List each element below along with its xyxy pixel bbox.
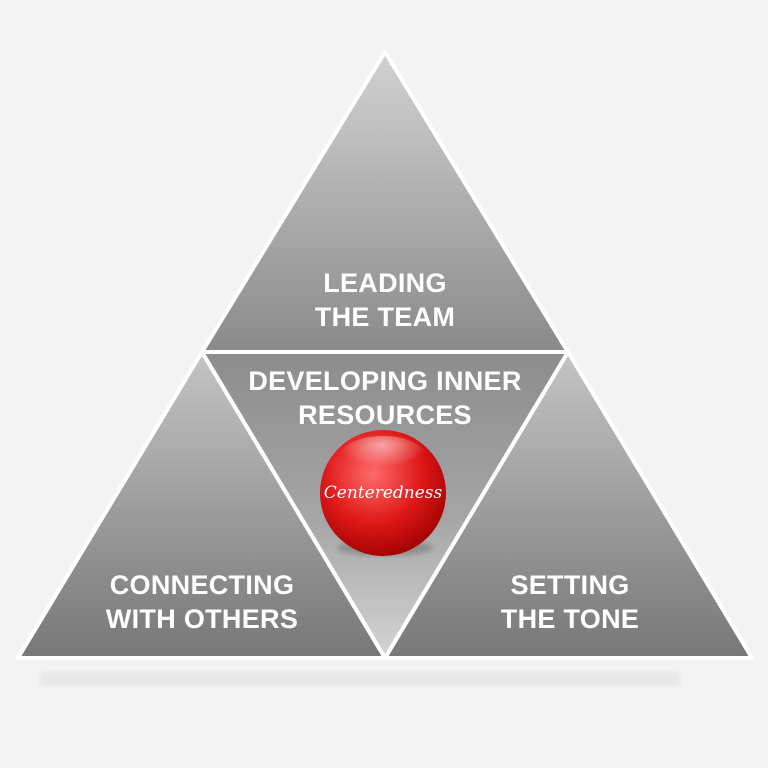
center-section-line1: DEVELOPING INNER [248, 366, 521, 396]
core-highlight [339, 436, 427, 480]
base-shadow [40, 672, 680, 686]
top-section-line2: THE TEAM [315, 302, 455, 332]
right-section-line1: SETTING [510, 570, 629, 600]
core-sphere: Centeredness [320, 430, 446, 556]
center-section-line2: RESOURCES [298, 400, 472, 430]
right-section-line2: THE TONE [501, 604, 639, 634]
core-label: Centeredness [324, 483, 443, 503]
top-section-line1: LEADING [323, 268, 447, 298]
left-section-line2: WITH OTHERS [106, 604, 298, 634]
left-section-line1: CONNECTING [110, 570, 295, 600]
